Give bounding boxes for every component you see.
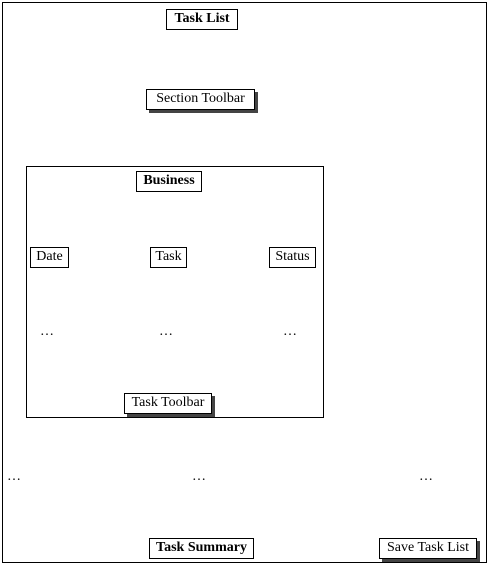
row-placeholder-date: … <box>40 324 56 339</box>
section-business <box>26 166 324 418</box>
save-task-list-button[interactable]: Save Task List <box>379 538 477 559</box>
more-sections-placeholder-center: … <box>192 469 208 484</box>
row-placeholder-task: … <box>159 324 175 339</box>
task-toolbar[interactable]: Task Toolbar <box>124 393 212 414</box>
task-summary: Task Summary <box>149 538 254 559</box>
column-header-task: Task <box>150 247 187 268</box>
row-placeholder-status: … <box>283 324 299 339</box>
more-sections-placeholder-right: … <box>419 469 435 484</box>
page-title: Task List <box>166 9 238 30</box>
task-list-frame <box>2 2 487 563</box>
section-toolbar[interactable]: Section Toolbar <box>146 89 255 110</box>
column-header-status: Status <box>269 247 316 268</box>
section-title: Business <box>136 171 202 192</box>
column-header-date: Date <box>30 247 69 268</box>
more-sections-placeholder-left: … <box>7 469 23 484</box>
